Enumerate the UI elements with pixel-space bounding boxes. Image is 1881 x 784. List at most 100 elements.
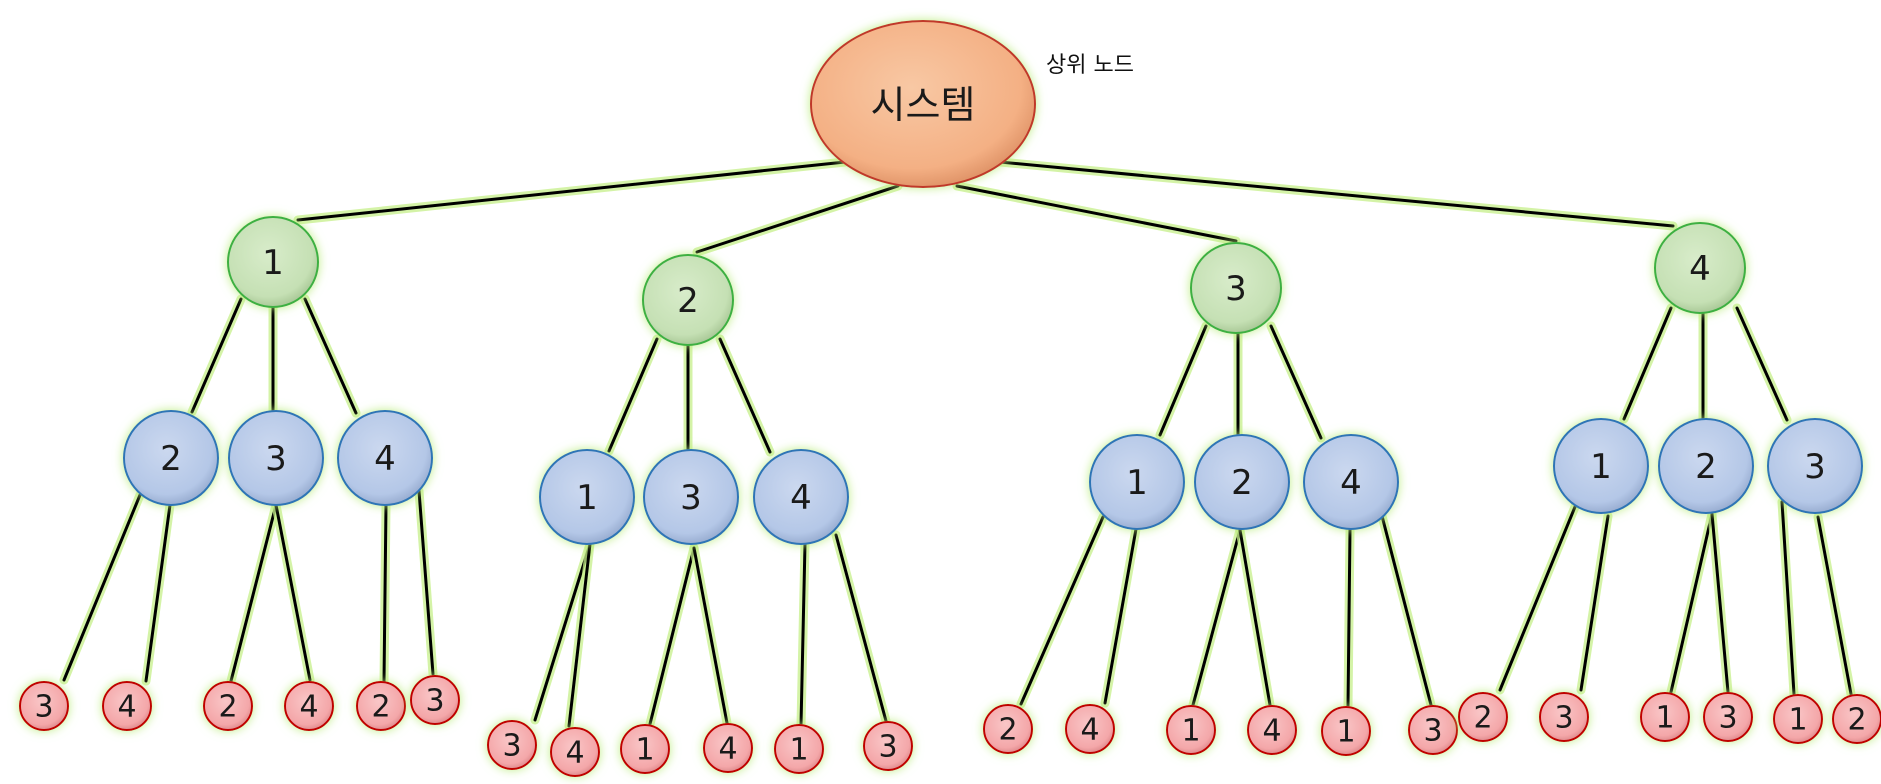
level2-node: 4 [753, 449, 849, 545]
edge-level1-to-level2 [604, 334, 662, 456]
level2-node-shape [1089, 434, 1185, 530]
level3-node-shape [983, 704, 1033, 754]
edge-level1-to-level2 [1619, 303, 1676, 424]
edge-level2-to-level3 [1100, 524, 1141, 708]
level3-node: 3 [863, 721, 913, 771]
level2-node: 3 [643, 449, 739, 545]
edge-level1-to-level2 [187, 294, 246, 417]
level3-node-shape [487, 720, 537, 770]
edge-level1-to-level2 [715, 334, 775, 457]
level2-node: 3 [1767, 418, 1863, 514]
edge-level1-to-level2 [1155, 321, 1211, 440]
level2-node-shape [1658, 418, 1754, 514]
edge-level2-to-level3 [379, 500, 391, 686]
edge-level2-to-level3 [530, 539, 595, 725]
level3-node-shape [550, 727, 600, 777]
level3-node-shape [1065, 704, 1115, 754]
level1-node-label: 4 [1689, 249, 1711, 289]
level3-node-label: 3 [878, 730, 897, 765]
level3-node: 2 [203, 681, 253, 731]
edge-level2-to-level3 [689, 543, 732, 728]
level3-node-shape [1640, 692, 1690, 742]
level1-node-shape [642, 254, 734, 346]
level2-node-label: 1 [1590, 447, 1612, 487]
level2-node: 2 [1194, 434, 1290, 530]
level3-node-label: 2 [1473, 701, 1492, 736]
edge-level2-to-level3 [1707, 509, 1733, 697]
level2-node: 2 [123, 410, 219, 506]
level2-node-shape [753, 449, 849, 545]
edge-level2-to-level3 [831, 530, 891, 726]
level3-node: 1 [620, 724, 670, 774]
level3-node: 3 [19, 681, 69, 731]
level2-node: 2 [1658, 418, 1754, 514]
edge-level2-to-level3 [59, 490, 145, 685]
level3-node-shape [1247, 705, 1297, 755]
level3-node: 4 [1065, 704, 1115, 754]
level2-node-label: 2 [1695, 447, 1717, 487]
level2-node: 1 [1553, 418, 1649, 514]
level3-node-shape [1458, 692, 1508, 742]
edge-level2-to-level3 [1666, 509, 1717, 697]
edge-root-to-level1 [995, 157, 1678, 231]
level1-node: 4 [1654, 222, 1746, 314]
level2-node-label: 3 [1804, 447, 1826, 487]
level3-node-label: 1 [1336, 715, 1355, 750]
level3-node: 3 [1703, 692, 1753, 742]
level2-node: 1 [539, 449, 635, 545]
edge-level1-to-level2 [300, 294, 361, 418]
level3-node-shape [774, 724, 824, 774]
level3-node-label: 3 [34, 690, 53, 725]
edge-level2-to-level3 [1343, 525, 1355, 711]
level2-node: 1 [1089, 434, 1185, 530]
level3-node-shape [1703, 692, 1753, 742]
edge-root-to-level1 [692, 181, 903, 257]
level2-node-label: 4 [374, 439, 396, 479]
edge-level2-to-level3 [1235, 525, 1275, 710]
root-node-system-shape [810, 20, 1036, 188]
level3-node-label: 1 [1655, 701, 1674, 736]
edges [59, 157, 1856, 731]
level3-node-shape [703, 723, 753, 773]
level3-node-label: 2 [218, 690, 237, 725]
level2-node-label: 4 [790, 478, 812, 518]
level1-node-shape [1654, 222, 1746, 314]
level3-node-label: 1 [1181, 714, 1200, 749]
level1-node: 2 [642, 254, 734, 346]
edge-level2-to-level3 [141, 500, 175, 686]
level1-node: 1 [227, 216, 319, 308]
level2-node-shape [539, 449, 635, 545]
level3-node-label: 4 [1080, 713, 1099, 748]
level3-node: 2 [356, 681, 406, 731]
level3-node: 3 [487, 720, 537, 770]
root-node-system-label: 시스템 [871, 83, 976, 127]
edge-level1-to-level2 [1732, 303, 1792, 425]
level3-node-label: 2 [998, 713, 1017, 748]
level3-node-shape [284, 681, 334, 731]
level2-node-label: 2 [1231, 463, 1253, 503]
edge-level2-to-level3 [226, 500, 281, 686]
level3-node-shape [19, 681, 69, 731]
edge-root-to-level1 [293, 157, 850, 225]
root-node-system: 시스템 [810, 20, 1036, 188]
level2-node-label: 4 [1340, 463, 1362, 503]
edge-level2-to-level3 [645, 543, 699, 729]
level1-node-label: 2 [677, 281, 699, 321]
level3-node-label: 2 [1847, 703, 1866, 738]
level3-node-label: 4 [718, 732, 737, 767]
level3-node-shape [356, 681, 406, 731]
level2-node-label: 2 [160, 439, 182, 479]
level3-node: 4 [102, 681, 152, 731]
level2-node-shape [643, 449, 739, 545]
edge-level2-to-level3 [414, 486, 438, 679]
level3-node-label: 2 [371, 690, 390, 725]
edge-level2-to-level3 [1813, 512, 1856, 699]
level3-node-shape [1539, 692, 1589, 742]
level2-node-label: 3 [680, 478, 702, 518]
level3-node-label: 4 [299, 690, 318, 725]
level2-node: 4 [1303, 434, 1399, 530]
level2-node-shape [1553, 418, 1649, 514]
level3-node: 1 [774, 724, 824, 774]
edge-level2-to-level3 [1016, 512, 1108, 709]
level3-node-shape [1408, 705, 1458, 755]
